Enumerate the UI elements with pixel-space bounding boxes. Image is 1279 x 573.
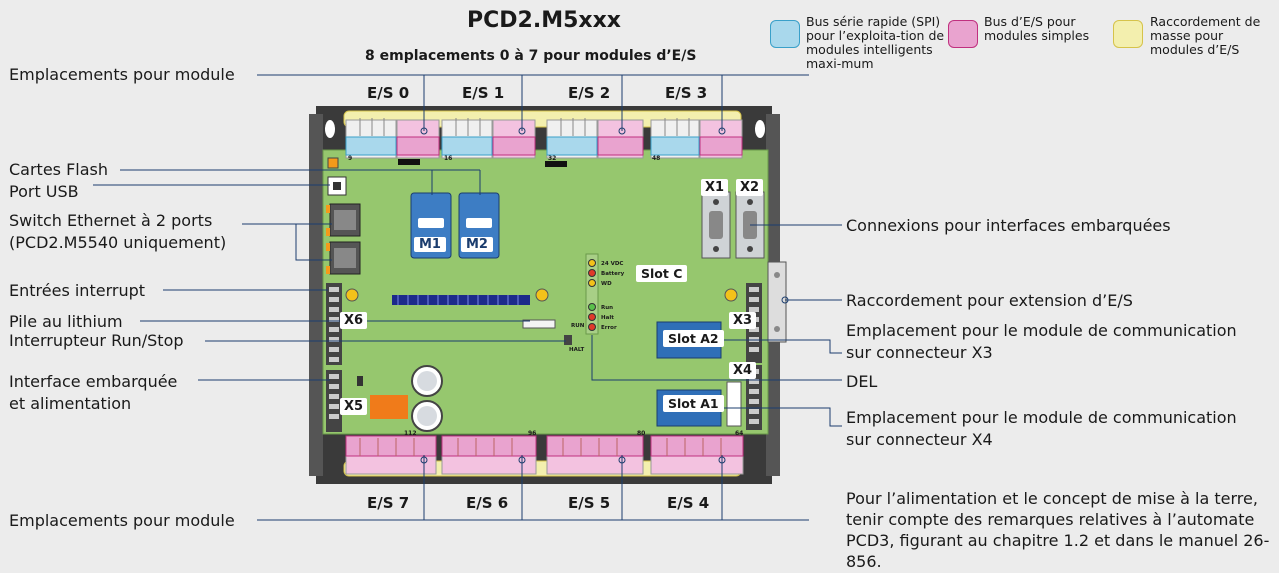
legend-text-io-bus: Bus d’E/S pour modules simples bbox=[984, 14, 1090, 43]
led-label-run: Run bbox=[601, 305, 614, 311]
label-lithium-battery: Pile au lithium bbox=[9, 312, 123, 331]
io-label-2: E/S 2 bbox=[568, 84, 611, 102]
run-label: RUN bbox=[571, 323, 585, 329]
label-slot-x3-1: Emplacement pour le module de communicat… bbox=[846, 321, 1237, 340]
io-extension-connector bbox=[767, 261, 787, 343]
led-label-battery: Battery bbox=[601, 271, 625, 277]
legend-swatch-ground bbox=[1113, 20, 1143, 48]
label-ethernet-note: (PCD2.M5540 uniquement) bbox=[9, 233, 227, 252]
slot-number: 48 bbox=[652, 155, 661, 162]
lithium-battery bbox=[522, 319, 556, 329]
legend-text-spi: Bus série rapide (SPI) pour l’exploita-t… bbox=[806, 14, 956, 71]
led-label-wd: WD bbox=[601, 281, 612, 287]
legend-swatch-io-bus bbox=[948, 20, 978, 48]
slot-a1-label: Slot A1 bbox=[663, 395, 724, 412]
slot-number: 32 bbox=[548, 155, 557, 162]
legend-swatch-spi bbox=[770, 20, 800, 48]
slot-number: 96 bbox=[528, 430, 537, 437]
connector-label-x5: X5 bbox=[340, 398, 368, 415]
io-label-6: E/S 6 bbox=[466, 494, 509, 512]
grounding-note: Pour l’alimentation et le concept de mis… bbox=[846, 489, 1270, 571]
label-onboard-connections: Connexions pour interfaces embarquées bbox=[846, 216, 1171, 235]
connector-label-x6: X6 bbox=[340, 312, 368, 329]
led-labels: 24 VDC Battery WD Run Halt Error bbox=[601, 259, 624, 333]
top-connectors bbox=[345, 119, 743, 159]
mount-hole-right bbox=[755, 120, 765, 138]
power-terminal bbox=[370, 395, 408, 419]
label-io-extension: Raccordement pour extension d’E/S bbox=[846, 291, 1133, 310]
label-power-supply: et alimentation bbox=[9, 394, 132, 413]
label-led: DEL bbox=[846, 372, 878, 391]
io-label-0: E/S 0 bbox=[367, 84, 410, 102]
label-slot-x4-1: Emplacement pour le module de communicat… bbox=[846, 408, 1237, 427]
label-module-slots-top: Emplacements pour module bbox=[9, 65, 235, 84]
io-label-7: E/S 7 bbox=[367, 494, 410, 512]
page-subtitle: 8 emplacements 0 à 7 pour modules d’E/S bbox=[365, 48, 697, 64]
slot-number: 16 bbox=[444, 155, 453, 162]
slot-number: 80 bbox=[637, 430, 646, 437]
bus-connector bbox=[392, 295, 530, 305]
run-stop-switch bbox=[564, 335, 572, 345]
flash-label-m2: M2 bbox=[461, 237, 493, 252]
slot-number: 112 bbox=[404, 430, 417, 437]
legend-text-ground: Raccordement de masse pour modules d’E/S bbox=[1150, 14, 1261, 57]
io-label-4: E/S 4 bbox=[667, 494, 710, 512]
label-ethernet-switch: Switch Ethernet à 2 ports bbox=[9, 211, 213, 230]
slot-a2-label: Slot A2 bbox=[663, 330, 724, 347]
io-label-1: E/S 1 bbox=[462, 84, 505, 102]
label-run-stop-switch: Interrupteur Run/Stop bbox=[9, 331, 184, 350]
terminal-strip-x6 bbox=[326, 283, 342, 365]
connector-label-x4: X4 bbox=[729, 362, 757, 379]
slot-number: 9 bbox=[348, 155, 353, 162]
label-onboard-interface: Interface embarquée bbox=[9, 372, 178, 391]
label-slot-x4-2: sur connecteur X4 bbox=[846, 430, 993, 449]
label-usb-port: Port USB bbox=[9, 182, 79, 201]
label-slot-x3-2: sur connecteur X3 bbox=[846, 343, 993, 362]
slot-c-label: Slot C bbox=[636, 265, 688, 282]
connector-label-x2: X2 bbox=[736, 179, 764, 196]
connector-label-x3: X3 bbox=[729, 312, 757, 329]
mount-hole-left bbox=[325, 120, 335, 138]
led-label-halt: Halt bbox=[601, 315, 614, 321]
io-label-3: E/S 3 bbox=[665, 84, 708, 102]
halt-label: HALT bbox=[569, 347, 585, 353]
page-title: PCD2.M5xxx bbox=[467, 8, 621, 33]
connector-label-x1: X1 bbox=[701, 179, 729, 196]
led-label-error: Error bbox=[601, 325, 617, 331]
led-label-24vdc: 24 VDC bbox=[601, 261, 624, 267]
slot-number: 64 bbox=[735, 430, 744, 437]
label-flash-cards: Cartes Flash bbox=[9, 160, 109, 179]
label-interrupt-inputs: Entrées interrupt bbox=[9, 281, 146, 300]
io-label-5: E/S 5 bbox=[568, 494, 611, 512]
label-module-slots-bottom: Emplacements pour module bbox=[9, 511, 235, 530]
flash-label-m1: M1 bbox=[414, 237, 446, 252]
